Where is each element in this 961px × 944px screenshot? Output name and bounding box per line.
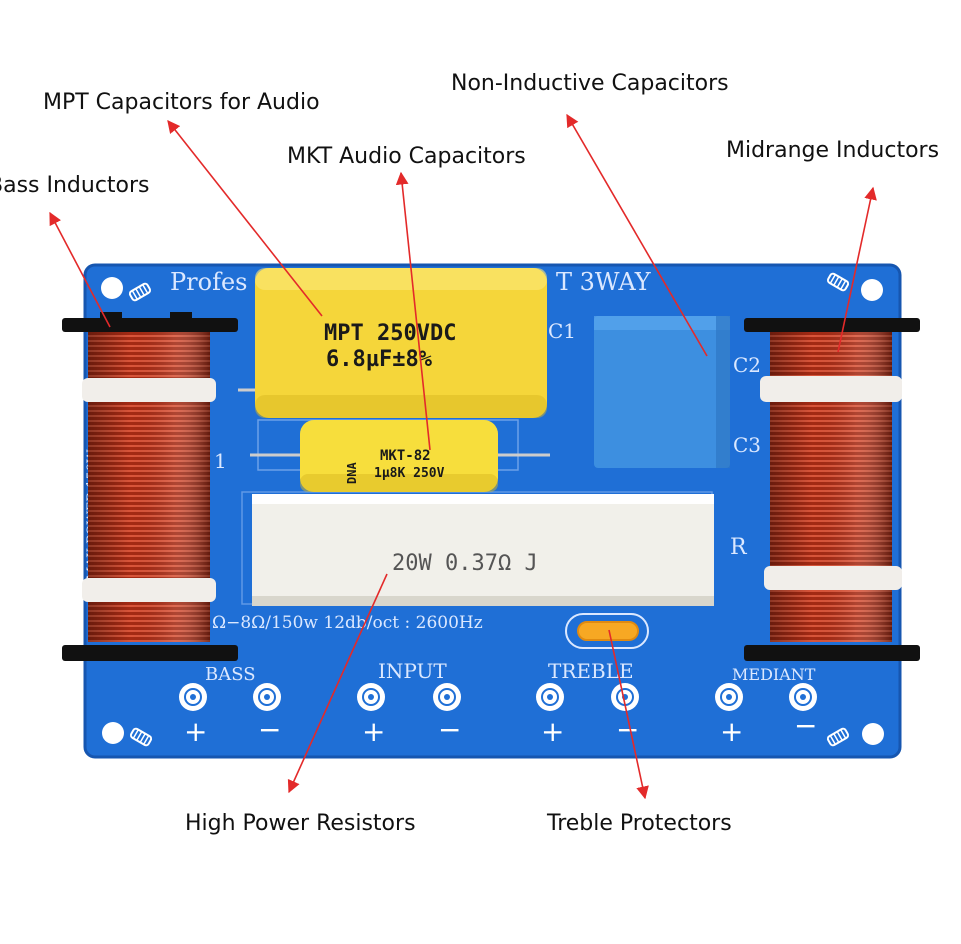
non-inductive-capacitor bbox=[594, 316, 730, 468]
screw-icon bbox=[129, 727, 153, 747]
treble-protector bbox=[577, 621, 639, 641]
spec-line: Ω−8Ω/150w 12db/oct : 2600Hz bbox=[212, 613, 483, 633]
bass-minus: − bbox=[258, 713, 281, 746]
mediant-minus: − bbox=[794, 709, 817, 742]
input-plus: + bbox=[362, 715, 385, 748]
treble-plus: + bbox=[541, 715, 564, 748]
screw-icon bbox=[826, 727, 850, 747]
board-title-right: T 3WAY bbox=[556, 268, 652, 296]
bass-inductor bbox=[62, 312, 238, 661]
label-bass-inductors: Bass Inductors bbox=[0, 173, 150, 198]
mounting-hole bbox=[102, 722, 124, 744]
mpt-capacitor: MPT 250VDC 6.8µF±8% bbox=[238, 268, 547, 418]
mpt-label-line1: MPT 250VDC bbox=[324, 321, 456, 346]
terminal-label-input: INPUT bbox=[378, 659, 447, 683]
screw-icon bbox=[826, 272, 850, 292]
arrow-non-inductive bbox=[566, 113, 708, 357]
mounting-hole bbox=[101, 277, 123, 299]
label-mpt-capacitors: MPT Capacitors for Audio bbox=[43, 90, 320, 115]
arrow-resistors bbox=[287, 573, 388, 794]
mpt-label-line2: 6.8µF±8% bbox=[326, 347, 433, 372]
mkt-label-line1: MKT-82 bbox=[380, 448, 431, 464]
label-mkt-capacitors: MKT Audio Capacitors bbox=[287, 144, 526, 169]
arrow-bass bbox=[49, 211, 111, 328]
mounting-hole bbox=[862, 723, 884, 745]
label-non-inductive-capacitors: Non-Inductive Capacitors bbox=[451, 71, 729, 96]
screw-icon bbox=[128, 282, 152, 302]
mounting-hole bbox=[861, 279, 883, 301]
ref-r: R bbox=[730, 535, 748, 560]
mkt-brand: DNA bbox=[345, 462, 359, 484]
ref-c1: C1 bbox=[548, 319, 576, 343]
ref-c2: C2 bbox=[733, 353, 761, 377]
terminal-label-mediant: MEDIANT bbox=[732, 665, 816, 684]
terminal-label-treble: TREBLE bbox=[548, 659, 634, 683]
resistor-label: 20W 0.37Ω J bbox=[392, 551, 538, 576]
arrow-midrange bbox=[837, 186, 877, 353]
board-title-left: Profes bbox=[170, 268, 247, 296]
terminal-label-bass: BASS bbox=[205, 664, 256, 685]
ref-l1: 1 bbox=[214, 449, 227, 473]
mediant-plus: + bbox=[720, 715, 743, 748]
midrange-inductor bbox=[744, 318, 920, 661]
mkt-label-line2: 1µ8K 250V bbox=[374, 466, 445, 481]
power-resistor: 20W 0.37Ω J bbox=[252, 494, 714, 606]
arrow-mkt bbox=[395, 171, 431, 451]
ref-c3: C3 bbox=[733, 433, 761, 457]
terminal-pads bbox=[179, 683, 817, 711]
arrow-mpt bbox=[167, 119, 323, 317]
arrow-treble bbox=[608, 629, 649, 800]
treble-minus: − bbox=[616, 713, 639, 746]
label-treble-protectors: Treble Protectors bbox=[547, 811, 732, 836]
input-minus: − bbox=[438, 713, 461, 746]
mkt-capacitor: DNA MKT-82 1µ8K 250V bbox=[250, 420, 550, 492]
label-high-power-resistors: High Power Resistors bbox=[185, 811, 416, 836]
label-midrange-inductors: Midrange Inductors bbox=[726, 138, 940, 163]
bass-plus: + bbox=[184, 715, 207, 748]
